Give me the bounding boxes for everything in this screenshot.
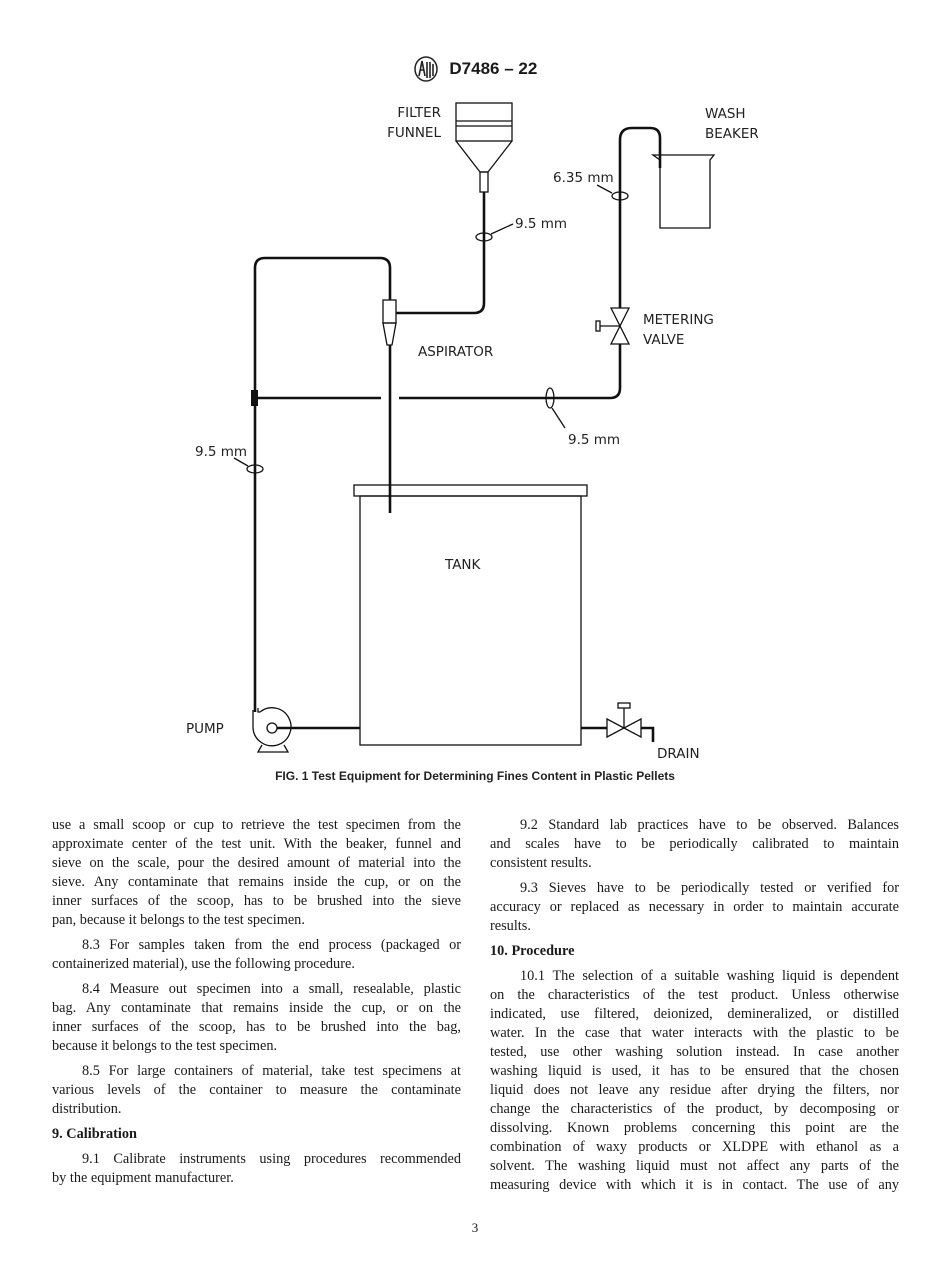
text-line: 9.2 Standard lab practices have to be ob… [520,817,899,833]
aspirator-icon [382,299,397,346]
label-pump: PUMP [186,721,224,737]
text-line: 8.3 For samples taken from the end proce… [82,937,461,953]
tubing [253,126,662,742]
pump-icon [252,707,292,753]
drain-valve-icon [606,702,642,739]
label-beaker: BEAKER [705,126,759,142]
page-header: D7486 – 22 [0,56,950,82]
text-line: accuracy or replaced as necessary in ord… [490,899,899,915]
text-line: because it belongs to the test specimen. [52,1038,278,1054]
text-line: bag. Any contaminate that remains inside… [52,1000,461,1016]
label-tank: TANK [444,557,482,573]
text-line: water. In the case that water interacts … [490,1025,899,1041]
text-line: approximate center of the test unit. Wit… [52,836,461,852]
text-line: solvent. The washing liquid must not aff… [490,1158,899,1174]
label-aspirator: ASPIRATOR [418,344,493,360]
text-column-right: 9.2 Standard lab practices have to be ob… [490,816,899,1201]
paragraph: 9.3 Sieves have to be periodically teste… [490,879,899,936]
text-line: and scales have to be periodically calib… [490,836,899,852]
text-line: change the characteristics of the produc… [490,1101,899,1117]
text-line: distribution. [52,1101,122,1117]
text-line: use a small scoop or cup to retrieve the… [52,817,461,833]
paragraph: 8.3 For samples taken from the end proce… [52,936,461,974]
wash-beaker-icon [650,154,716,229]
astm-logo-icon [413,56,438,82]
paragraph: 9.2 Standard lab practices have to be ob… [490,816,899,873]
paragraph: 9.1 Calibrate instruments using procedur… [52,1150,461,1188]
text-line: inner surfaces of the scoop, has to be b… [52,1019,461,1035]
text-line: containerized material), use the followi… [52,956,355,972]
figure-caption: FIG. 1 Test Equipment for Determining Fi… [275,769,675,783]
text-line: tested, use other washing solution inste… [490,1044,899,1060]
text-line: combination of waxy products or XLDPE wi… [490,1139,899,1155]
text-line: dissolving. Known problems concerning th… [490,1120,899,1136]
label-wash: WASH [705,106,746,122]
label-valve: VALVE [643,332,684,348]
paragraph: use a small scoop or cup to retrieve the… [52,816,461,930]
text-line: sieve. Any contaminate that remains insi… [52,874,461,890]
tee-fitting-icon [251,390,258,406]
text-line: indicated, use filtered, deionized, demi… [490,1006,899,1022]
tank-icon [353,484,588,746]
page-number: 3 [471,1220,479,1235]
text-line: consistent results. [490,855,592,871]
label-dim-return: 9.5 mm [568,432,620,448]
text-line: by the equipment manufacturer. [52,1170,234,1186]
label-dim-funnel: 9.5 mm [515,216,567,232]
text-line: measuring device with which it is in con… [490,1177,899,1193]
text-line: on the characteristics of the test produ… [490,987,899,1003]
text-line: pan, because it belongs to the test spec… [52,912,305,928]
text-line: 9.3 Sieves have to be periodically teste… [520,880,899,896]
label-funnel: FUNNEL [387,125,441,141]
paragraph: 8.4 Measure out specimen into a small, r… [52,980,461,1056]
label-metering: METERING [643,312,714,328]
text-line: 8.4 Measure out specimen into a small, r… [82,981,461,997]
filter-funnel-icon [455,102,513,193]
document-designation: D7486 – 22 [449,59,538,78]
test-equipment-diagram: FILTER FUNNEL WASH BEAKER METERING VALVE… [186,102,759,762]
text-line: liquid does not leave any residue after … [490,1082,899,1098]
label-dim-beaker: 6.35 mm [553,170,614,186]
label-filter: FILTER [397,105,441,121]
text-line: results. [490,918,531,934]
text-line: sieve on the scale, pour the desired amo… [52,855,461,871]
paragraph: 10.1 The selection of a suitable washing… [490,967,899,1195]
text-line: 10.1 The selection of a suitable washing… [520,968,899,984]
paragraph: 8.5 For large containers of material, ta… [52,1062,461,1119]
text-line: washing liquid is used, it has to be ens… [490,1063,899,1079]
section-heading: 10. Procedure [490,943,575,959]
metering-valve-icon [595,307,631,345]
text-line: inner surfaces of the scoop, has to be b… [52,893,461,909]
text-line: various levels of the container to measu… [52,1082,461,1098]
section-heading: 9. Calibration [52,1126,137,1142]
text-line: 9.1 Calibrate instruments using procedur… [82,1151,461,1167]
label-drain: DRAIN [657,746,700,762]
label-dim-pump: 9.5 mm [195,444,247,460]
text-column-left: use a small scoop or cup to retrieve the… [52,816,461,1194]
text-line: 8.5 For large containers of material, ta… [82,1063,461,1079]
